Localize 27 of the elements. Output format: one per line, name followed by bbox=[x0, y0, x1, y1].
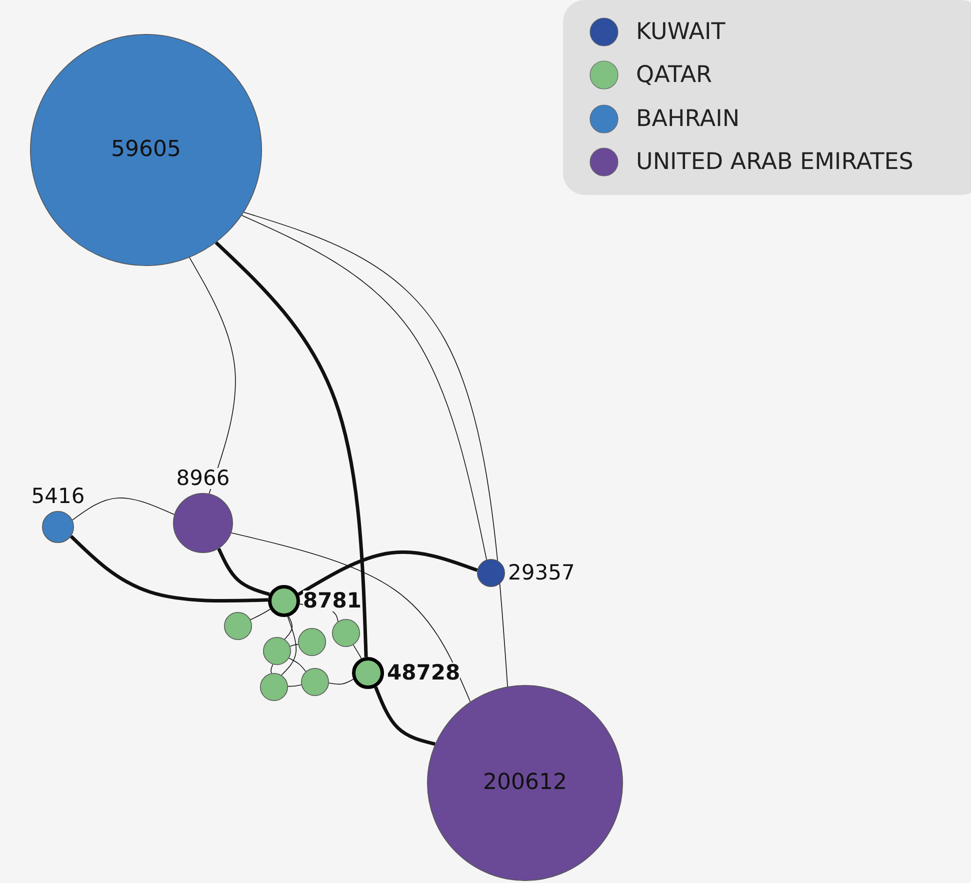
legend-label: KUWAIT bbox=[636, 18, 726, 47]
node-label: 8781 bbox=[303, 590, 362, 612]
connector bbox=[244, 212, 508, 687]
node-label: 200612 bbox=[483, 772, 567, 794]
connector bbox=[284, 616, 292, 640]
connector bbox=[241, 214, 487, 560]
connector bbox=[352, 644, 362, 659]
connector bbox=[290, 644, 299, 647]
node-label: 59605 bbox=[111, 139, 181, 161]
connector bbox=[189, 257, 236, 494]
connector bbox=[288, 658, 306, 672]
connector bbox=[328, 678, 354, 685]
connector bbox=[288, 684, 302, 687]
connector bbox=[270, 664, 274, 674]
connector bbox=[230, 532, 471, 702]
thick-connector bbox=[298, 550, 478, 596]
thick-connector bbox=[70, 534, 268, 603]
thick-connector bbox=[217, 548, 270, 596]
connector bbox=[281, 616, 297, 676]
thick-connector bbox=[214, 241, 368, 658]
legend-label: UNITED ARAB EMIRATES bbox=[636, 148, 914, 177]
thick-connector bbox=[374, 686, 436, 746]
node-label: 8966 bbox=[176, 468, 230, 489]
connector bbox=[72, 498, 175, 520]
connector bbox=[250, 608, 271, 620]
legend-label: BAHRAIN bbox=[636, 104, 740, 134]
legend-label: QATAR bbox=[636, 61, 712, 90]
